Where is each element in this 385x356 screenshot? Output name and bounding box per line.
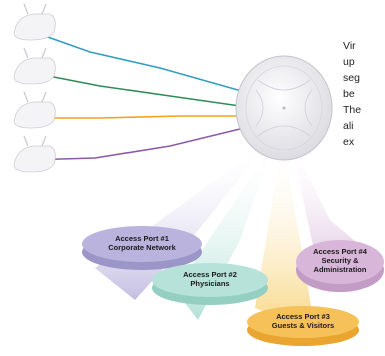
access-point-icon [13,47,56,85]
link-3 [28,115,240,119]
access-port-3: Access Port #3 Guests & Visitors [247,306,359,346]
paragraph-line: up [343,56,355,68]
access-port-4-subtitle-2: Administration [314,265,367,274]
access-port-1: Access Port #1 Corporate Network [82,226,202,270]
access-port-1-title: Access Port #1 [115,234,169,243]
link-1 [27,29,246,93]
link-4 [27,127,245,161]
access-port-3-title: Access Port #3 [276,312,330,321]
coverage-beam-3 [255,142,315,330]
coverage-beam-4 [290,140,380,268]
paragraph-line: ex [343,136,355,148]
description-paragraph: Vir up seg be The ali ex [343,38,385,150]
access-point-icon [13,135,56,173]
paragraph-line: be [343,88,355,100]
access-port-3-subtitle: Guests & Visitors [272,321,334,330]
link-2 [27,71,241,107]
access-port-4-subtitle-1: Security & [321,256,359,265]
access-port-1-subtitle: Corporate Network [108,243,176,252]
access-point-icon [13,3,56,41]
paragraph-line: ali [343,120,354,132]
paragraph-line: seg [343,72,360,84]
paragraph-line: Vir [343,40,356,52]
access-point-icon [13,91,56,129]
paragraph-line: The [343,104,362,116]
access-port-2-title: Access Port #2 [183,270,237,279]
access-port-2-subtitle: Physicians [190,279,229,288]
ceiling-access-point-icon [235,55,333,161]
access-port-4: Access Port #4 Security & Administration [296,240,384,292]
access-port-4-title: Access Port #4 [313,247,368,256]
access-port-2: Access Port #2 Physicians [152,263,268,305]
